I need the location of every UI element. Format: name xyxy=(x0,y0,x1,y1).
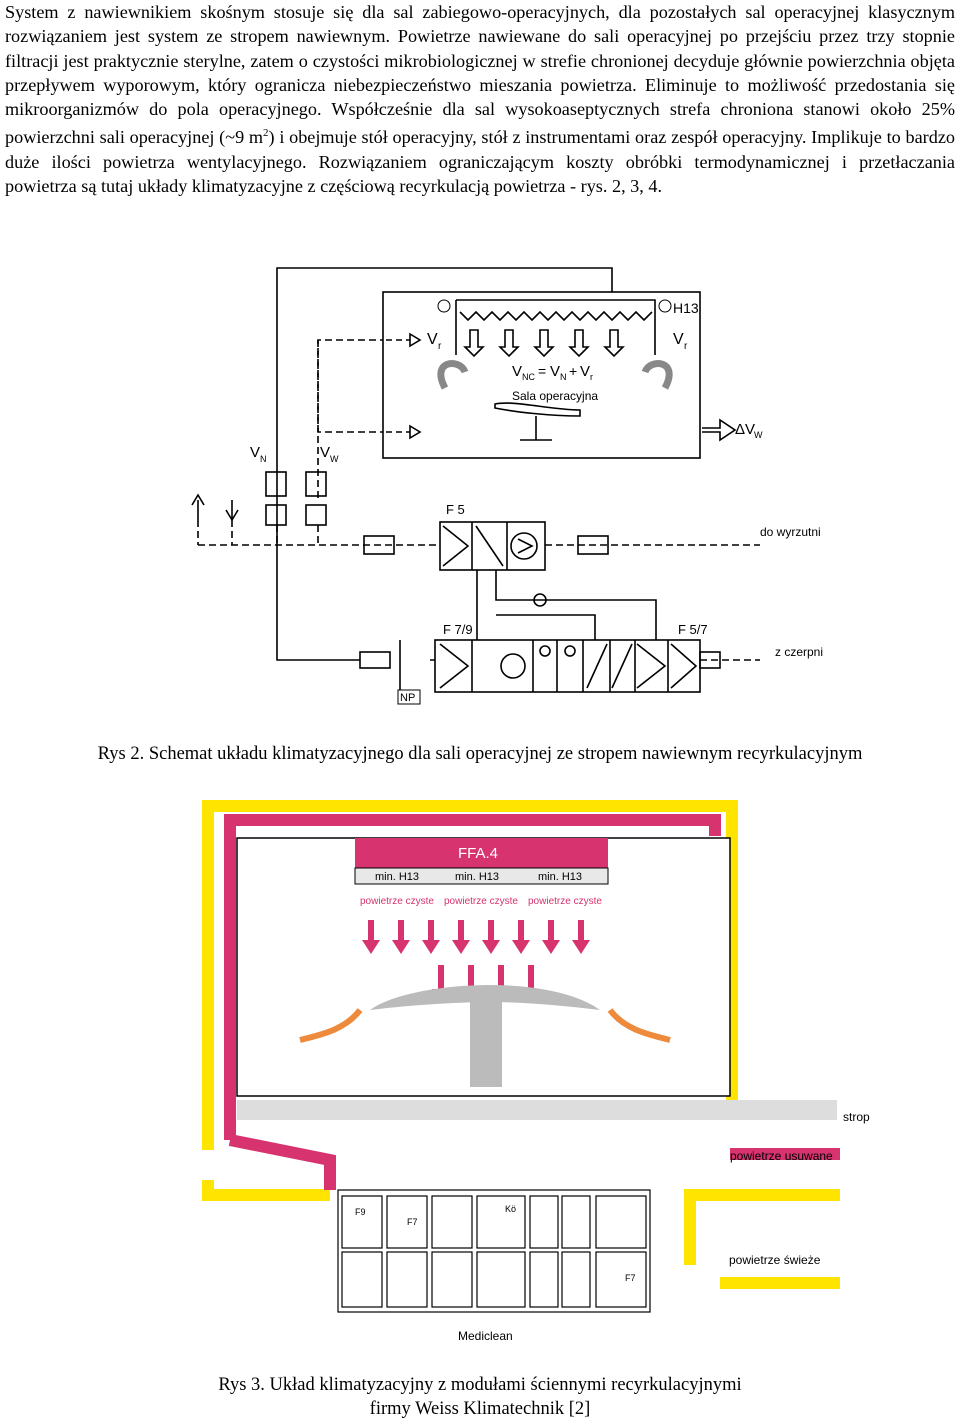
label-plus: + xyxy=(569,363,577,379)
label-f5: F 5 xyxy=(446,502,465,517)
label-f7b: F7 xyxy=(625,1273,636,1283)
label-vn: V xyxy=(250,444,260,461)
figure-2-schematic: H13 V r V r V NC = V N + V r Sala operac… xyxy=(191,267,823,705)
label-vr-left: V xyxy=(427,331,438,348)
label-vnc-sub: NC xyxy=(522,372,535,382)
figure-3-illustration: FFA.4 min. H13 min. H13 min. H13 powietr… xyxy=(202,800,870,1343)
label-f7: F7 xyxy=(407,1217,418,1227)
label-exhaust: do wyrzutni xyxy=(760,525,821,539)
label-room: Sala operacyjna xyxy=(512,389,598,403)
label-vr-inroom: V xyxy=(580,363,590,380)
label-vw-sub: W xyxy=(330,454,339,464)
label-intake: z czerpni xyxy=(775,645,823,659)
label-filter-2: min. H13 xyxy=(455,871,499,883)
paragraph-text-1: System z nawiewnikiem skośnym stosuje si… xyxy=(5,2,955,148)
label-vr-right-sub: r xyxy=(684,341,688,352)
label-vr-inroom-sub: r xyxy=(590,372,593,382)
label-vn-inroom-sub: N xyxy=(560,372,567,382)
label-filter-3: min. H13 xyxy=(538,871,582,883)
label-dvw: ΔV xyxy=(735,421,755,438)
body-paragraph: System z nawiewnikiem skośnym stosuje si… xyxy=(5,0,955,198)
label-ffa4: FFA.4 xyxy=(458,845,498,862)
paragraph-text-2: ) i obejmuje stół operacyjny, stół z ins… xyxy=(5,127,955,197)
label-vr-left-sub: r xyxy=(438,341,442,352)
figure-3-caption-line2: firmy Weiss Klimatechnik [2] xyxy=(369,1399,591,1419)
label-clean-air-3: powietrze czyste xyxy=(528,896,602,907)
label-filter-1: min. H13 xyxy=(375,871,419,883)
label-dvw-sub: W xyxy=(754,430,763,440)
label-vnc: V xyxy=(512,363,522,380)
paragraph-superscript: 2 xyxy=(263,127,269,140)
label-fresh-air: powietrze świeże xyxy=(729,1253,821,1267)
label-vn-inroom: V xyxy=(550,363,560,380)
label-removed-air: powietrze usuwane xyxy=(730,1149,833,1163)
label-brand: Mediclean xyxy=(458,1329,513,1343)
label-np: NP xyxy=(400,692,415,704)
label-clean-air-2: powietrze czyste xyxy=(444,896,518,907)
label-f57: F 5/7 xyxy=(678,622,708,637)
label-strop: strop xyxy=(843,1110,870,1124)
label-ko: Kö xyxy=(505,1204,516,1214)
label-eq: = xyxy=(538,363,546,379)
figure-3-caption-line1: Rys 3. Układ klimatyzacyjny z modułami ś… xyxy=(218,1375,742,1395)
label-f9: F9 xyxy=(355,1207,366,1217)
label-clean-air-1: powietrze czyste xyxy=(360,896,434,907)
label-vr-right: V xyxy=(673,331,684,348)
figure-2-caption: Rys 2. Schemat układu klimatyzacyjnego d… xyxy=(97,744,863,764)
label-vw: V xyxy=(320,444,330,461)
label-vn-sub: N xyxy=(260,454,267,464)
label-h13: H13 xyxy=(673,300,699,316)
label-f79: F 7/9 xyxy=(443,622,473,637)
